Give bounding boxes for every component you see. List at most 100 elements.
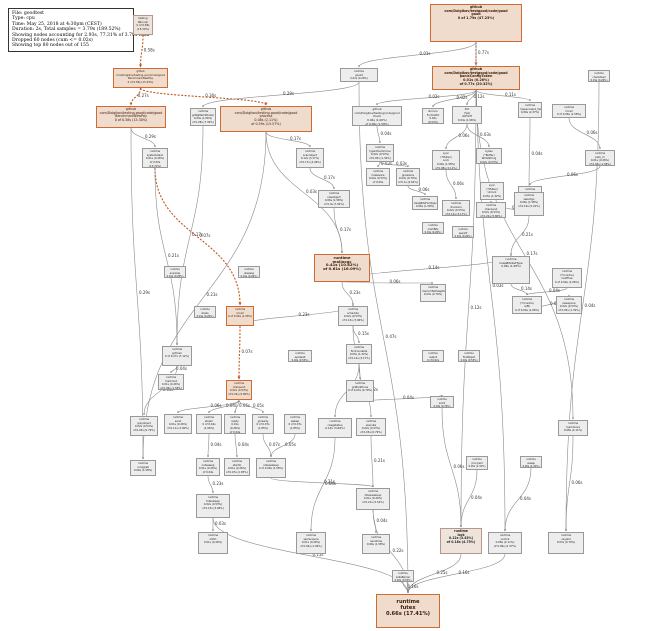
profile-legend: File: goodtest Type: cpu Time: May 25, 2… xyxy=(8,8,149,52)
node-futexsleep[interactable]: runtime futexsleep 0.02s (0.53%) of 0.15… xyxy=(196,494,230,518)
node-heapBitsSet[interactable]: runtime heapBitsSetType 0.06s (1.58%) xyxy=(492,256,530,284)
node-stopm[interactable]: runtime stopm 0 of 0.04s (1.06%) xyxy=(196,414,222,434)
node-small-right-1[interactable]: runtime checkdead 0.01s (0.26%) xyxy=(588,70,610,82)
node-systemstack[interactable]: runtime systemstack 0.01s (0.26%) of 0.5… xyxy=(142,148,168,168)
node-wakep[interactable]: runtime wakep 0 of 0.07s (1.85%) xyxy=(284,414,306,434)
node-small-releasep[interactable]: runtime releasep 0.01s (0.26%) xyxy=(238,266,260,278)
node-markroot[interactable]: runtime markroot 0.01s (0.26%) of 0.06s … xyxy=(158,374,184,390)
call-edge xyxy=(341,281,434,284)
edge-weight-label: 0.15s xyxy=(313,552,324,557)
node-goexit[interactable]: runtime goexit 0.01s (0.26%) of 2.77s (7… xyxy=(340,68,378,82)
node-semacquire[interactable]: runtime semacquire 0.01s (0.26%) of 0.04… xyxy=(296,532,326,554)
node-top-github[interactable]: github com/Dolgikov/testgood/code/good g… xyxy=(430,4,522,42)
node-procyield[interactable]: runtime procyield 0.05s (1.32%) xyxy=(466,456,488,470)
node-casgstatus[interactable]: runtime casgstatus 0.14s (3.69%) xyxy=(318,418,352,438)
edge-weight-label: 0.07s xyxy=(242,349,253,354)
node-lock[interactable]: runtime lock 0.12s (3.43%) of 0.18s (4.7… xyxy=(440,528,482,554)
node-memclr[interactable]: runtime memclrNoHeapPointers 0.03s (0.79… xyxy=(420,284,446,302)
call-edge xyxy=(130,127,156,148)
call-edge xyxy=(441,407,462,528)
call-edge xyxy=(270,433,296,458)
edge-weight-label: 0.06s xyxy=(567,172,578,177)
node-startm[interactable]: runtime startm 0.01s (0.26%) of 0.07s (1… xyxy=(224,458,250,476)
node-mcall-hot[interactable]: runtime mcall 0 of 0.06s (1.58%) xyxy=(226,306,254,326)
node-small-stopm[interactable]: runtime acquirep 0.01s (0.26%) xyxy=(164,266,186,278)
node-root[interactable]: testing tRunner 0 of 0.58s (15.30%) xyxy=(133,15,153,35)
node-small-netpoll[interactable]: runtime netpoll 0 of 0.02s (0.53%) xyxy=(422,350,444,362)
node-schedule[interactable]: runtime schedule 0.02s (0.53%) of 0.15s … xyxy=(338,306,368,326)
node-small-shade[interactable]: runtime shade 0.01s (0.26%) xyxy=(194,306,216,318)
node-scanobject[interactable]: runtime scanobject 0.12s (3.17%) of 0.17… xyxy=(296,148,324,168)
node-gcWriteBarrier[interactable]: runtime writeBarrier 0.02s (0.53%) xyxy=(392,570,414,582)
call-edge xyxy=(262,433,272,458)
node-osyield[interactable]: runtime osyield 0.03s (0.79%) xyxy=(548,532,584,554)
node-makeslice[interactable]: runtime makeslice 0.02s (0.53%) of 0.05s… xyxy=(366,168,390,186)
call-edge xyxy=(358,41,477,68)
node-small-span[interactable]: runtime spanOf 0.01s (0.26%) xyxy=(452,226,474,238)
call-edge xyxy=(202,81,360,108)
node-send[interactable]: runtime send 0.01s (0.26%) of 0.11s (2.9… xyxy=(164,414,192,434)
node-gcBgMark[interactable]: runtime gcBgMarkWorker 0.04s (1.06%) of … xyxy=(190,108,216,126)
node-small-heap[interactable]: runtime markBits 0.01s (0.26%) xyxy=(422,222,444,234)
legend-line: Time: May 25, 2018 at 4:30pm (CEST) xyxy=(12,21,102,27)
node-execute[interactable]: runtime execute 0.02s (0.53%) of 0.03s (… xyxy=(356,418,386,436)
call-edge xyxy=(154,167,242,306)
node-goready[interactable]: runtime goready 0 of 0.07s (1.85%) xyxy=(252,414,274,434)
node-mallocgc[interactable]: runtime mallocgc 0.41s (10.82%) of 0.61s… xyxy=(314,254,370,282)
node-refill[interactable]: runtime (*mcache) refill 0 of 0.04s (1.0… xyxy=(512,296,542,314)
node-github-mid[interactable]: github com/Dolgikov/testgood/code/good p… xyxy=(432,66,520,90)
node-notewakeup[interactable]: runtime notewakeup 0 of 0.06s (1.58%) xyxy=(256,458,286,478)
edge-weight-label: 0.04s xyxy=(403,395,414,400)
node-growslice[interactable]: runtime growslice 0.03s (0.79%) of 0.1s … xyxy=(396,168,420,186)
node-bytes-buf[interactable]: bytes (*Buffer) WriteString 0.02s (0.53%… xyxy=(476,148,502,164)
edge-weight-label: 0.06s xyxy=(454,464,465,469)
node-mput[interactable]: runtime mPut 0.01s (0.26%) xyxy=(198,532,228,554)
node-usleep[interactable]: runtime usleep 0.05s (1.32%) xyxy=(520,456,542,468)
edge-weight-label: 0.22s xyxy=(393,548,404,553)
node-strconv[interactable]: strconv FormatInt 0.02s (0.53%) of 0.08s… xyxy=(422,108,444,124)
node-findrunnable[interactable]: runtime findrunnable 0.05s (1.32%) of 0.… xyxy=(346,344,372,364)
node-fmt[interactable]: fmt (*pp) doPrintf 0.04s (1.06%) of 0.09… xyxy=(452,106,482,124)
call-edge xyxy=(239,304,354,327)
node-futexwakeup[interactable]: runtime futexwakeup 0.01s (0.26%) of 0.2… xyxy=(356,488,390,510)
node-mcall[interactable]: runtime mcall 0 of 0.06s (1.58%) xyxy=(552,104,586,118)
node-typedmemmove[interactable]: runtime typedmemmove 0.02s (0.53%) of 0.… xyxy=(366,144,394,162)
edge-weight-label: 0.11s xyxy=(505,92,516,97)
edge-weight-label: 0.06s xyxy=(239,403,250,408)
node-futex[interactable]: runtime futex 0.66s (17.41%) xyxy=(376,594,440,628)
node-github-left2[interactable]: github com/Dolgikov/testing-good/code/go… xyxy=(96,106,166,128)
node-small-findobj[interactable]: runtime findObject 0.02s (0.53%) xyxy=(458,350,480,362)
node-github-process[interactable]: github com/Dolgikov/testing-good/code/go… xyxy=(220,106,312,132)
node-github-left[interactable]: github com/Dolgikov/testing-good/code/go… xyxy=(113,68,168,88)
node-memmove[interactable]: runtime memmove 0.08s (2.11%) xyxy=(558,420,588,436)
node-newobject[interactable]: runtime newobject 0.06s (1.58%) of 0.3s … xyxy=(318,190,350,208)
node-runqgrab[interactable]: runtime runqgrab 0.06s (1.58%) xyxy=(130,460,156,476)
node-greyobject[interactable]: runtime greyobject 0.02s (0.53%) of 0.03… xyxy=(130,416,158,436)
node-notesleep[interactable]: runtime notesleep 0.01s (0.26%) of 0.04s… xyxy=(196,458,220,476)
node-unlock[interactable]: runtime unlock 0.08s (2.11%) of 0.09s (2… xyxy=(488,532,522,554)
node-github-check[interactable]: github com/Dolgikov/testing/code/good ch… xyxy=(352,106,402,126)
edge-weight-label: 0.06s xyxy=(419,187,430,192)
node-sync-unlock[interactable]: sync (*Mutex) Unlock 0.05s (1.32%) xyxy=(480,182,504,200)
node-mapaccess[interactable]: runtime mapaccess1_faststr 0.09s (2.37%) xyxy=(518,102,542,118)
node-heapBits[interactable]: runtime heapBitsForObject 0.06s (1.58%) xyxy=(412,196,438,210)
node-sync-mutex[interactable]: sync (*Mutex) Lock 0.06s (1.58%) of 0.08… xyxy=(432,150,460,170)
node-nextFree[interactable]: runtime (*mcache) nextFree 0 of 0.04s (1… xyxy=(552,268,582,288)
node-small-checkdead[interactable]: runtime epollwait 0.02s (0.53%) xyxy=(288,350,312,362)
node-chansend-hot[interactable]: runtime chansend 0.02s (0.53%) of 0.22s … xyxy=(226,380,252,400)
node-sweepone[interactable]: runtime sweepone 0.02s (0.53%) of 0.05s … xyxy=(556,296,582,314)
node-gcMarkDone[interactable]: runtime gcMarkDone 0 of 0.03s (0.79%) xyxy=(346,380,374,402)
node-chanrecv[interactable]: runtime chanrecv 0.02s (0.53%) of 0.12s … xyxy=(442,200,470,216)
call-edge xyxy=(130,127,144,460)
node-park-m[interactable]: runtime park_m 0.01s (0.26%) of 0.06s (1… xyxy=(585,150,615,166)
edge-weight-label: 0.02s xyxy=(457,95,468,100)
node-gcDrain[interactable]: runtime gcDrain 0 of 0.27s (7.12%) xyxy=(162,346,192,366)
node-chansend[interactable]: runtime chansend 0.02s (0.53%) of 0.22s … xyxy=(476,202,506,218)
edge-weight-label: 0.03s xyxy=(480,132,491,137)
node-ready[interactable]: runtime ready 0.01s (0.26%) of 0.04s (1.… xyxy=(224,414,246,434)
node-nanotime[interactable]: runtime nanotime 0.06s (1.58%) xyxy=(362,534,390,554)
node-ltrs[interactable]: runtime lock2 0.03s (0.79%) xyxy=(430,396,454,408)
node-selectgo[interactable]: runtime selectgo 0.06s (1.58%) of 0.19s … xyxy=(514,192,544,216)
